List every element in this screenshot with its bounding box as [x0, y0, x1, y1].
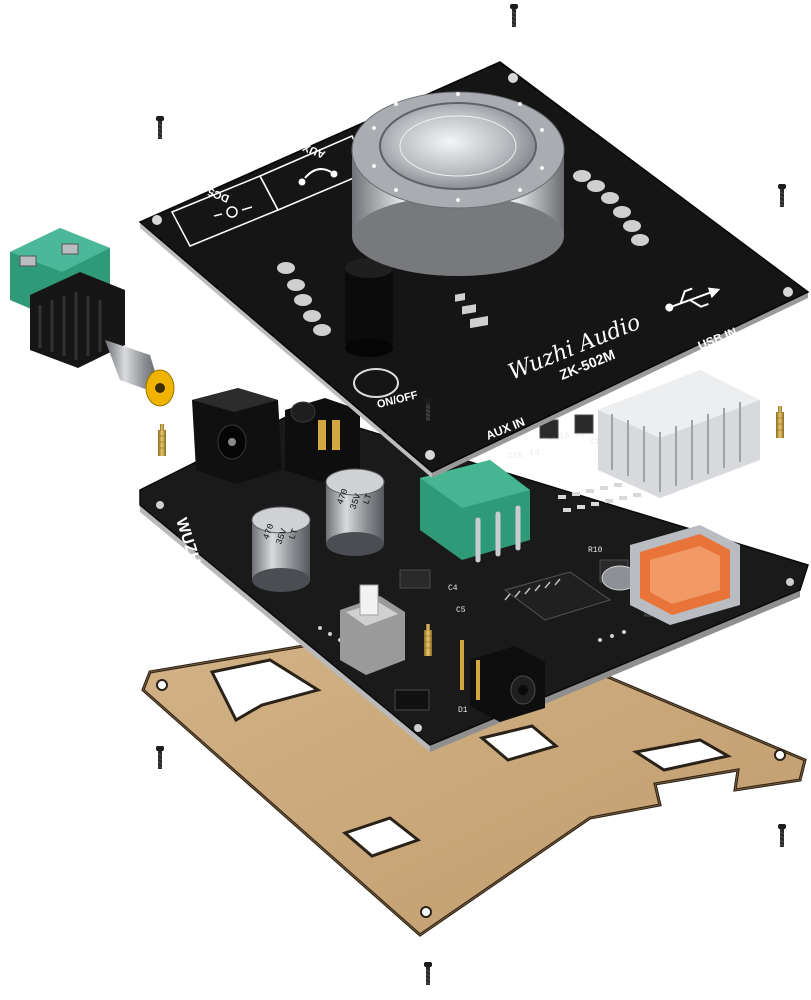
- capacitor-1: 470 35V LT: [251, 506, 311, 592]
- audio-jack-top: [285, 398, 360, 482]
- aux-in-icon: [455, 293, 488, 329]
- capacitor-2: 470 35V LT: [325, 468, 385, 556]
- svg-text:L5: L5: [560, 432, 570, 441]
- svg-text:C19: C19: [590, 438, 605, 447]
- headphone-icon: [298, 168, 338, 186]
- usb-icon: [665, 287, 721, 312]
- screw-icon: [423, 961, 433, 986]
- amplifier-chip: [503, 571, 612, 621]
- screw-icon: [777, 183, 787, 208]
- screw-icon: [155, 115, 165, 140]
- svg-text:R10: R10: [588, 546, 603, 555]
- svg-text:LT: LT: [361, 492, 374, 506]
- svg-text:L6: L6: [575, 430, 585, 439]
- svg-text:L4: L4: [530, 449, 540, 458]
- volume-knob: [351, 91, 565, 276]
- svg-text:LT: LT: [287, 527, 300, 541]
- screw-icon: [155, 745, 165, 770]
- screw-icon: [509, 3, 519, 28]
- aux-in-jack: [460, 640, 545, 722]
- led-dots-left: [277, 262, 331, 336]
- standoff-icon: [775, 405, 785, 439]
- acrylic-base-plate: [141, 616, 807, 937]
- led-dots-right: [573, 170, 649, 246]
- svg-text:C4: C4: [448, 584, 458, 593]
- screw-icon: [777, 823, 787, 848]
- dc-jack-icon: [192, 388, 282, 484]
- dc-plug-connector: [10, 228, 175, 407]
- standoff-icon: [157, 423, 167, 457]
- svg-text:D1: D1: [458, 706, 468, 715]
- power-switch: [340, 584, 405, 675]
- svg-text:C5: C5: [456, 606, 466, 615]
- polarity-icon: [213, 206, 253, 218]
- heatsink: [598, 370, 760, 498]
- potentiometer-base: [420, 460, 530, 563]
- switch-cap: [345, 258, 393, 357]
- svg-text:C18: C18: [508, 452, 523, 461]
- usb-port: [630, 525, 740, 625]
- main-board: WUZHI ZK-502M C18 L4 C20 L5 L6 C19 R10 C…: [139, 338, 809, 752]
